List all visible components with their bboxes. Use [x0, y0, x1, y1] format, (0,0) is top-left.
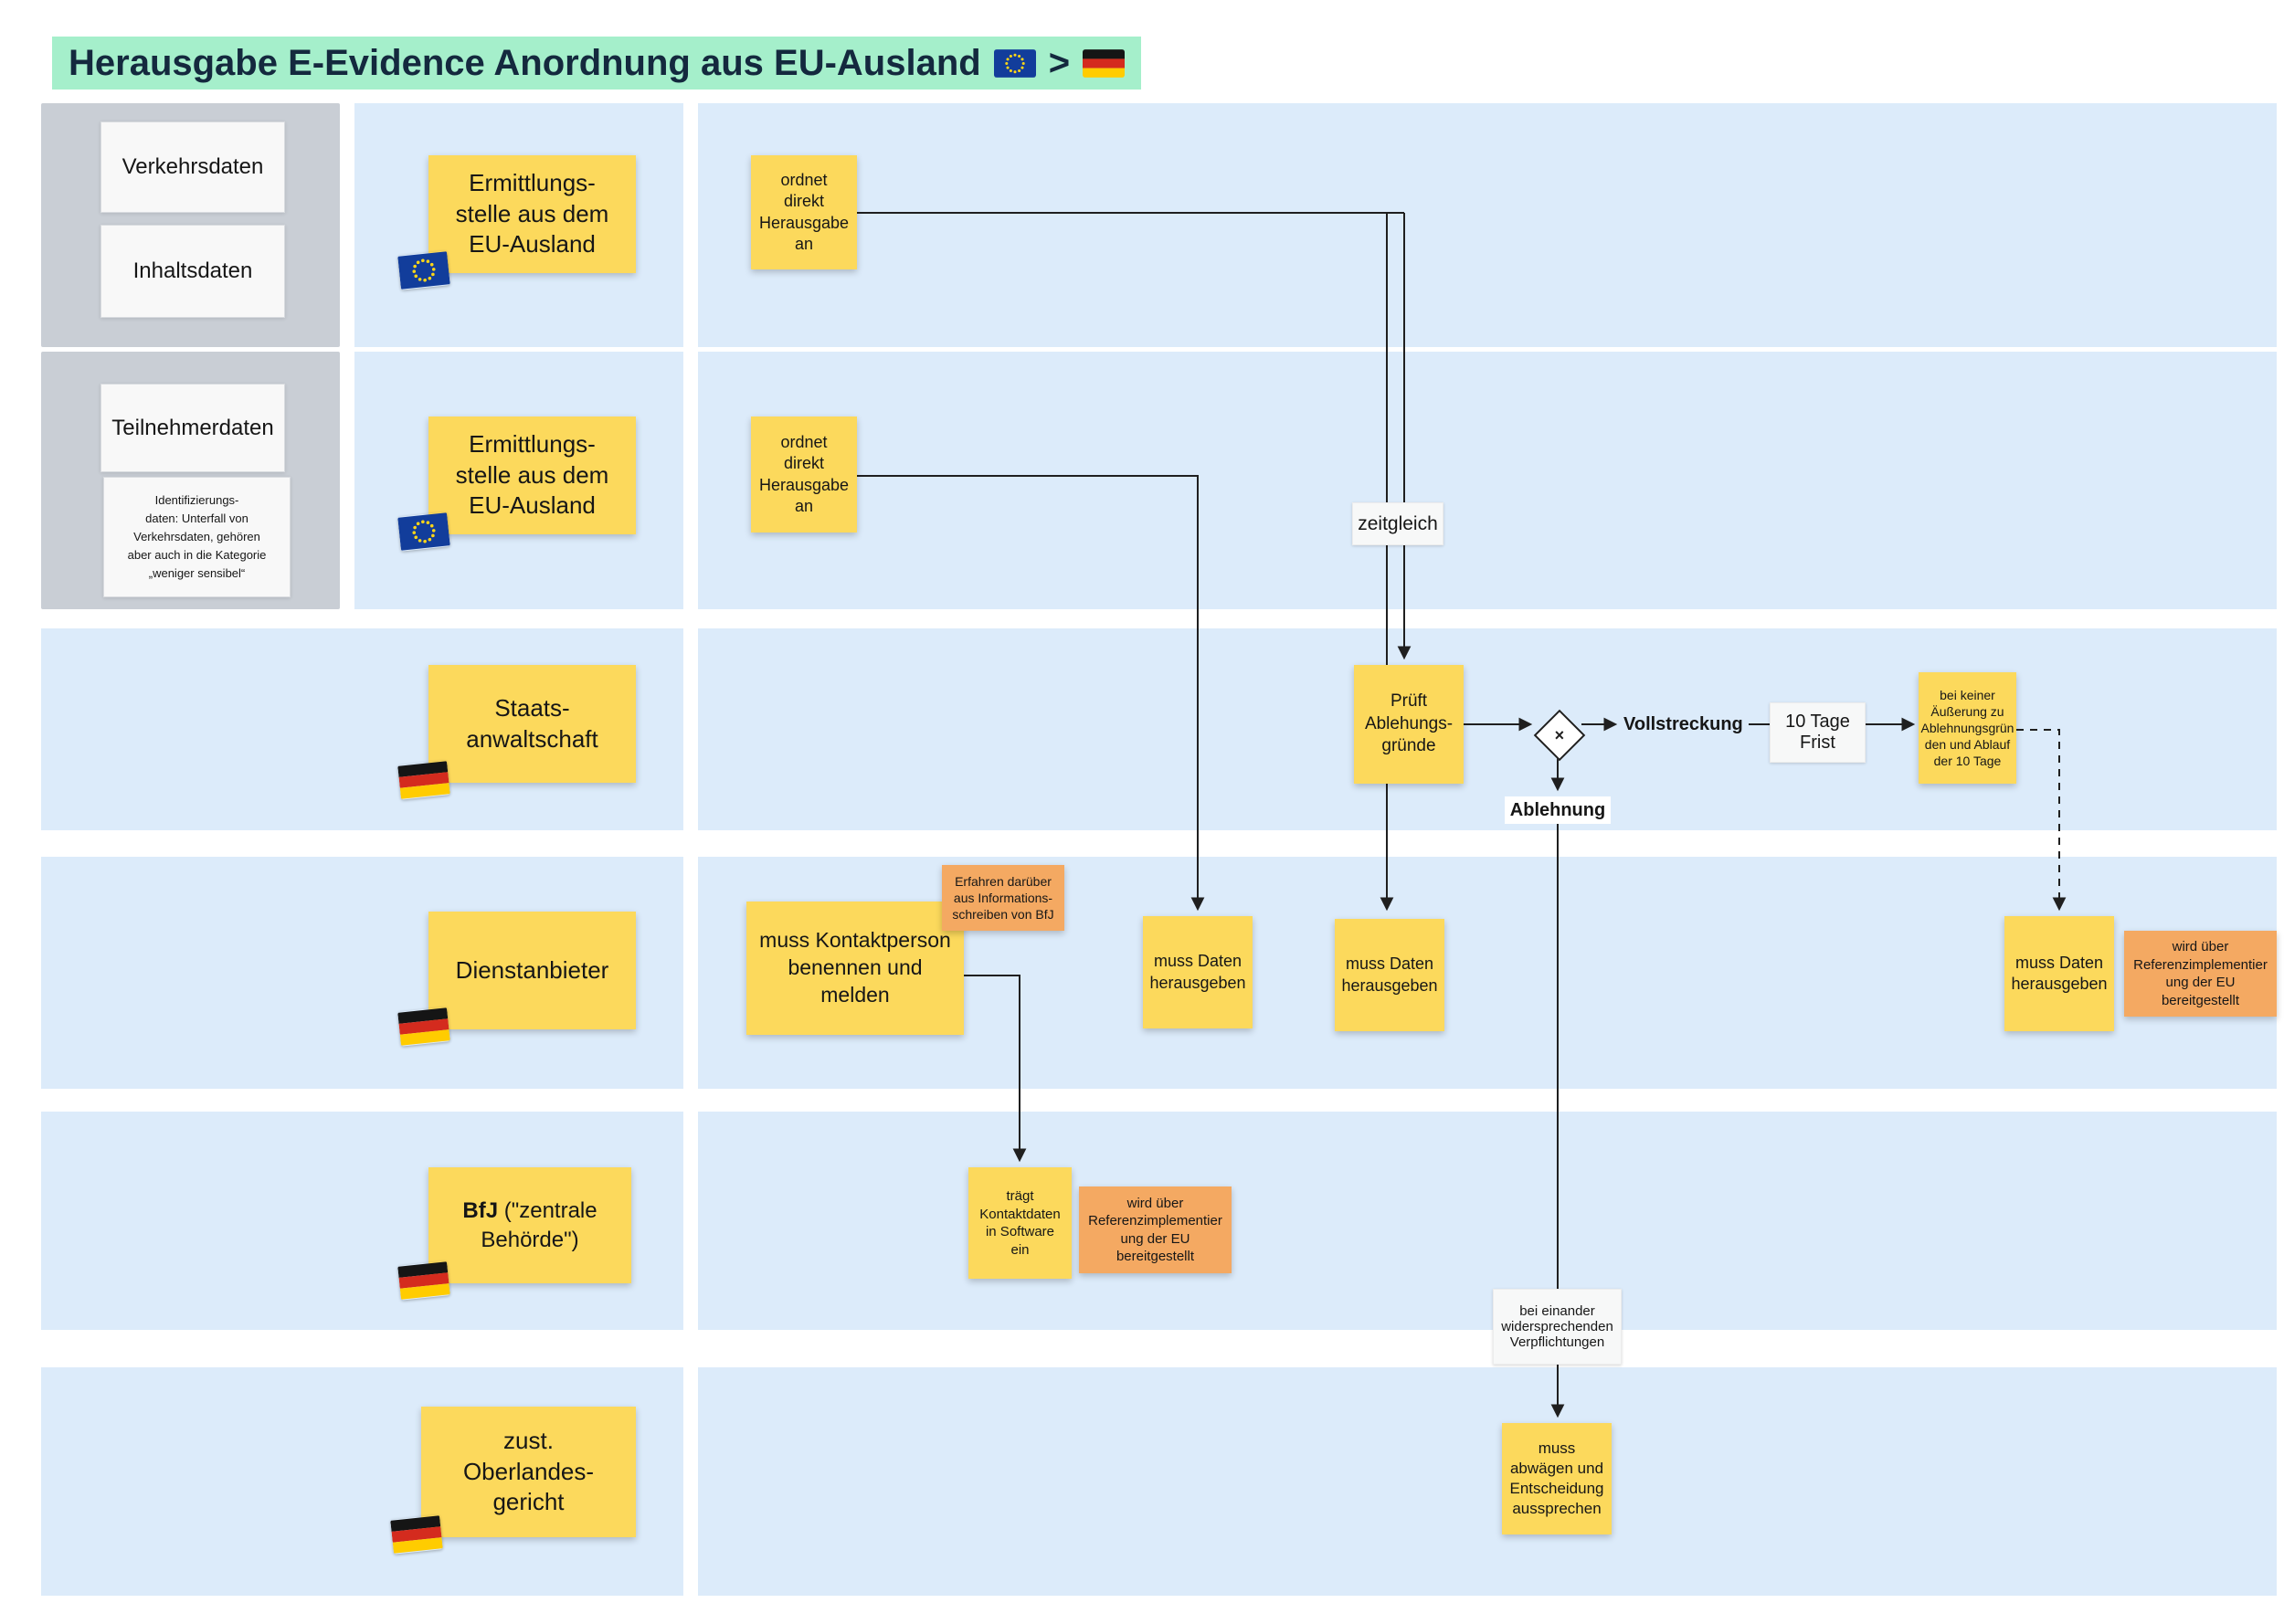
label-text: Ablehnung — [1509, 799, 1606, 820]
sticky-muss-kontaktperson[interactable]: muss Kontaktperson benennen und melden — [746, 902, 964, 1035]
label-zeitgleich[interactable]: zeitgleich — [1352, 502, 1443, 545]
sticky-text: Prüft Ablehungs- gründe — [1364, 691, 1454, 756]
lane-label-ermittlungsstelle-2[interactable]: Ermittlungs- stelle aus dem EU-Ausland — [397, 417, 636, 551]
sticky-text: ordnet direkt Herausgabe an — [758, 170, 850, 253]
lane-label-oberlandesgericht[interactable]: zust. Oberlandes- gericht — [390, 1407, 636, 1554]
germany-flag-icon — [397, 1007, 450, 1046]
germany-flag-icon — [390, 1514, 443, 1554]
label-text: bei einander widersprechenden Verpflicht… — [1501, 1303, 1613, 1350]
sticky-prueft-ablehnungsgruende[interactable]: Prüft Ablehungs- gründe — [1354, 665, 1464, 784]
sticky-text: ordnet direkt Herausgabe an — [758, 432, 850, 515]
sticky-muss-daten-herausgeben-3[interactable]: muss Daten herausgeben — [2004, 916, 2114, 1031]
sticky-ordnet-herausgabe-1[interactable]: ordnet direkt Herausgabe an — [751, 155, 857, 269]
label-text: Vollstreckung — [1623, 713, 1743, 734]
label-text: zeitgleich — [1358, 512, 1438, 534]
bfj-bold-text: BfJ — [462, 1198, 499, 1224]
lane6-flow-band — [698, 1367, 2277, 1596]
sticky-text: muss Daten herausgeben — [1341, 954, 1438, 995]
card-verkehrsdaten[interactable]: Verkehrsdaten — [100, 121, 285, 213]
lane-label-ermittlungsstelle-1[interactable]: Ermittlungs- stelle aus dem EU-Ausland — [397, 155, 636, 290]
lane-label-text: Staats- anwaltschaft — [466, 693, 598, 753]
lane-label-staatsanwaltschaft[interactable]: Staats- anwaltschaft — [397, 665, 636, 799]
lane3-flow-band — [698, 628, 2277, 830]
title-separator: > — [1048, 42, 1071, 83]
label-text: 10 Tage Frist — [1785, 712, 1850, 753]
card-text: Identifizierungs- daten: Unterfall von V… — [127, 492, 267, 581]
card-inhaltsdaten[interactable]: Inhaltsdaten — [100, 225, 285, 318]
lane-label-text: Dienstanbieter — [455, 955, 609, 984]
sticky-text: Erfahren darüber aus Informations- schre… — [952, 873, 1054, 923]
lane-label-dienstanbieter[interactable]: Dienstanbieter — [397, 912, 636, 1046]
card-identifizierungsdaten-note[interactable]: Identifizierungs- daten: Unterfall von V… — [103, 477, 291, 597]
sticky-text: bei keiner Äußerung zu Ablehnungsgrün de… — [1920, 687, 2014, 769]
sticky-wird-ueber-referenzimplementierung-1[interactable]: wird über Referenzimplementier ung der E… — [2124, 931, 2277, 1017]
germany-flag-icon — [1083, 48, 1126, 78]
card-text: Inhaltsdaten — [132, 258, 253, 283]
sticky-text: trägt Kontaktdaten in Software ein — [979, 1188, 1061, 1258]
x-icon: × — [1554, 725, 1565, 744]
lane-label-text: Ermittlungs- stelle aus dem EU-Ausland — [455, 429, 609, 520]
lane-label-bfj[interactable]: BfJ ("zentrale Behörde") — [397, 1167, 631, 1300]
page-title-text: Herausgabe E-Evidence Anordnung aus EU-A… — [69, 42, 981, 83]
sticky-text: muss Daten herausgeben — [2011, 953, 2108, 993]
card-teilnehmerdaten[interactable]: Teilnehmerdaten — [100, 384, 285, 472]
sticky-ordnet-herausgabe-2[interactable]: ordnet direkt Herausgabe an — [751, 417, 857, 533]
sticky-text: wird über Referenzimplementier ung der E… — [2133, 939, 2268, 1008]
label-vollstreckung[interactable]: Vollstreckung — [1623, 712, 1751, 737]
lane2-flow-band — [698, 352, 2277, 609]
label-bei-einander-widersprechenden[interactable]: bei einander widersprechenden Verpflicht… — [1493, 1289, 1622, 1365]
sticky-text: muss abwägen und Entscheidung ausspreche… — [1509, 1439, 1604, 1518]
bfj-rest-text: ("zentrale Behörde") — [481, 1198, 597, 1252]
germany-flag-icon — [397, 760, 450, 799]
page-title: Herausgabe E-Evidence Anordnung aus EU-A… — [52, 37, 1142, 90]
sticky-muss-abwaegen[interactable]: muss abwägen und Entscheidung ausspreche… — [1502, 1423, 1612, 1534]
lane5-flow-band — [698, 1112, 2277, 1330]
sticky-text: muss Kontaktperson benennen und melden — [759, 928, 951, 1007]
sticky-traegt-kontaktdaten[interactable]: trägt Kontaktdaten in Software ein — [968, 1167, 1072, 1279]
lane1-flow-band — [698, 103, 2277, 347]
sticky-muss-daten-herausgeben-2[interactable]: muss Daten herausgeben — [1335, 919, 1444, 1031]
sticky-wird-ueber-referenzimplementierung-2[interactable]: wird über Referenzimplementier ung der E… — [1079, 1186, 1232, 1273]
sticky-bei-keiner-aeusserung[interactable]: bei keiner Äußerung zu Ablehnungsgrün de… — [1919, 672, 2016, 784]
lane-label-text: Ermittlungs- stelle aus dem EU-Ausland — [455, 168, 609, 258]
eu-flag-icon — [993, 48, 1036, 78]
eu-flag-icon — [397, 511, 450, 551]
card-text: Teilnehmerdaten — [111, 415, 274, 440]
sticky-erfahren-darueber[interactable]: Erfahren darüber aus Informations- schre… — [942, 865, 1064, 931]
sticky-text: muss Daten herausgeben — [1149, 952, 1246, 992]
sticky-text: wird über Referenzimplementier ung der E… — [1088, 1195, 1222, 1265]
lane-label-text: BfJ ("zentrale Behörde") — [462, 1197, 597, 1253]
germany-flag-icon — [397, 1260, 450, 1300]
sticky-muss-daten-herausgeben-1[interactable]: muss Daten herausgeben — [1143, 916, 1253, 1028]
label-ablehnung[interactable]: Ablehnung — [1505, 796, 1611, 824]
label-10-tage-frist[interactable]: 10 Tage Frist — [1770, 702, 1866, 763]
card-text: Verkehrsdaten — [122, 154, 264, 179]
eu-flag-icon — [397, 250, 450, 290]
lane-label-text: zust. Oberlandes- gericht — [462, 1426, 595, 1516]
